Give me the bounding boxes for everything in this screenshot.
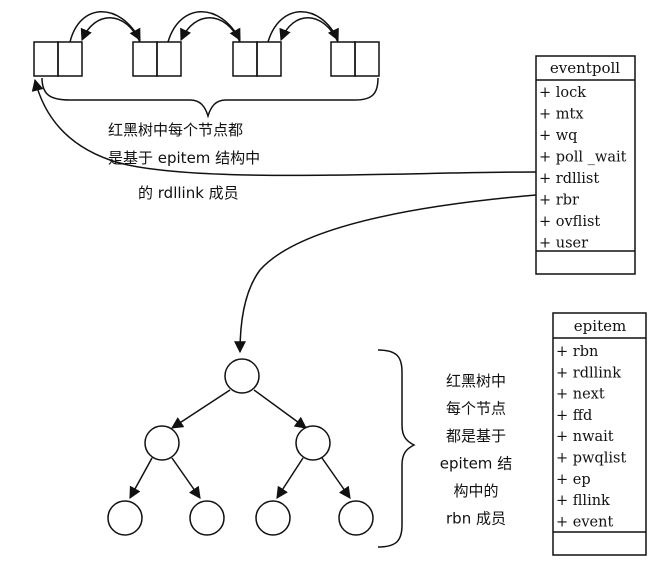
tree-brace — [377, 349, 416, 548]
list-node-3 — [232, 41, 282, 77]
epitem-field: + ep — [556, 472, 591, 488]
eventpoll-field: + rdllist — [539, 171, 599, 187]
list-link-back-3 — [279, 17, 339, 43]
rdllist-pointer-arrow — [31, 78, 537, 177]
epitem-field: + fllink — [556, 493, 610, 509]
tree-node — [107, 500, 143, 536]
epitem-box — [552, 312, 647, 556]
tree-node — [255, 500, 291, 536]
red-black-tree — [107, 358, 374, 536]
list-brace — [41, 77, 379, 119]
rbr-pointer-arrow — [234, 194, 537, 354]
tree-node — [144, 425, 180, 461]
tree-caption-line: 构中的 — [453, 482, 498, 500]
list-caption-line-3: 的 rdllink 成员 — [138, 184, 239, 202]
eventpoll-field: + mtx — [539, 107, 584, 123]
tree-caption-line: rbn 成员 — [446, 510, 506, 528]
tree-edge — [171, 457, 201, 499]
list-caption-line-2: 是基于 epitem 结构中 — [108, 149, 260, 167]
list-caption-line-1: 红黑树中每个节点都 — [108, 121, 243, 139]
tree-caption-line: 红黑树中 — [446, 372, 506, 390]
epitem-struct: epitem + rbn+ rdllink+ next+ ffd+ nwait+… — [552, 312, 647, 556]
epitem-field: + event — [556, 514, 613, 530]
eventpoll-title: eventpoll — [550, 59, 620, 77]
list-link-forward-3 — [267, 11, 339, 43]
tree-node-root — [224, 358, 260, 394]
tree-edge — [321, 457, 351, 499]
list-node-1 — [33, 41, 83, 77]
list-link-back-1 — [80, 17, 141, 43]
list-link-back-2 — [180, 17, 241, 43]
tree-node — [189, 500, 225, 536]
list-node-2 — [132, 41, 182, 77]
tree-caption-line: epitem 结 — [440, 455, 512, 473]
tree-caption-line: 都是基于 — [446, 427, 506, 445]
eventpoll-field: + poll _wait — [539, 150, 627, 166]
epitem-field: + nwait — [556, 429, 614, 445]
epitem-field: + pwqlist — [556, 451, 626, 467]
tree-edge — [170, 389, 231, 429]
tree-caption-line: 每个节点 — [446, 400, 506, 418]
eventpoll-struct: eventpoll + lock + mtx + wq + poll _wait + r… — [535, 55, 636, 275]
tree-edge — [253, 389, 307, 429]
eventpoll-field: + wq — [539, 128, 577, 144]
epitem-field: + ffd — [556, 408, 592, 424]
tree-edge — [129, 457, 153, 500]
eventpoll-fields: + lock + mtx + wq + poll _wait + rdllist + rb… — [539, 85, 627, 252]
epitem-field: + next — [556, 387, 605, 403]
eventpoll-field: + ovflist — [539, 214, 600, 230]
ready-list — [33, 11, 380, 119]
tree-node — [338, 500, 374, 536]
eventpoll-field: + user — [539, 236, 588, 252]
epitem-field: + rbn — [556, 344, 598, 360]
list-node-4 — [330, 41, 380, 77]
epitem-title: epitem — [574, 317, 626, 335]
tree-edge — [276, 457, 304, 500]
epitem-fields: + rbn + rdllink + next + ffd + nwait + pwqlis… — [556, 344, 626, 530]
eventpoll-box — [535, 55, 636, 275]
epitem-field: + rdllink — [556, 365, 621, 381]
eventpoll-field: + rbr — [539, 193, 579, 209]
tree-node — [295, 425, 331, 461]
list-caption: 红黑树中每个节点都 是基于 epitem 结构中 的 rdllink 成员 — [108, 121, 260, 202]
eventpoll-field: + lock — [539, 85, 586, 101]
